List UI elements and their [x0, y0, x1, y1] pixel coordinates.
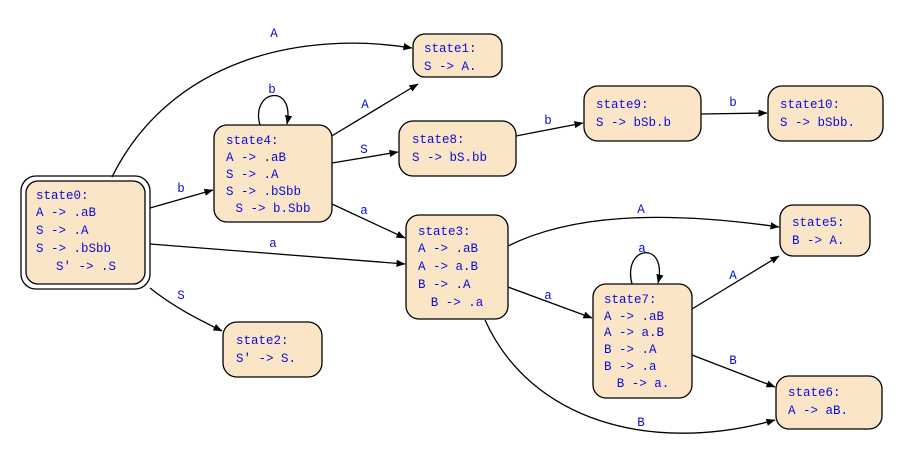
edge-label-state4-state3: a: [360, 204, 368, 218]
edge-label-state3-state5: A: [637, 203, 645, 217]
edge-label-state0-state1: A: [270, 27, 278, 41]
state9-box: [583, 85, 702, 142]
edge-label-state4-state1: A: [361, 98, 369, 112]
state7-item: A -> a.B: [604, 326, 665, 340]
state-node-state5: state5: B -> A.: [779, 204, 871, 257]
edge-state7-state7: [629, 252, 664, 285]
edge-label-state4-state4: b: [268, 83, 276, 97]
state2-item: S' -> S.: [236, 352, 296, 366]
state1-title: state1:: [424, 42, 477, 56]
edge-state0-state1: [111, 42, 413, 178]
state4-item: S -> b.Sbb: [235, 202, 310, 216]
edge-state9-state10: [700, 109, 768, 117]
edge-label-state7-state7: a: [638, 242, 646, 256]
edge-state4-state1: [329, 83, 419, 138]
edge-state3-state5: [507, 216, 780, 247]
edge-state8-state9: [515, 121, 584, 137]
state5-title: state5:: [792, 216, 845, 230]
state0-box: [25, 180, 146, 285]
edge-label-state7-state5: A: [729, 269, 737, 283]
state0-outer-ring: [20, 175, 151, 290]
edge-label-state0-state2: S: [177, 289, 185, 303]
state4-box: [213, 124, 333, 223]
state0-item: A -> .aB: [36, 206, 97, 220]
state-node-state1: state1: S -> A.: [412, 33, 503, 78]
state6-title: state6:: [788, 386, 841, 400]
state-node-state3: state3: A -> .aB A -> a.B B -> .A B -> .…: [405, 214, 509, 320]
state0-item: S' -> .S: [56, 260, 116, 274]
state3-item: A -> a.B: [418, 260, 479, 274]
state8-title: state8:: [412, 133, 465, 147]
state3-box: [405, 214, 509, 320]
edge-label-state4-state8: S: [360, 143, 368, 157]
state7-item: B -> a.: [617, 377, 670, 391]
state0-title: state0:: [36, 189, 89, 203]
edge-label-state7-state6: B: [729, 354, 737, 368]
state1-item: S -> A.: [424, 60, 477, 74]
edge-label-state0-state4: b: [177, 182, 185, 196]
state1-box: [412, 33, 503, 78]
state8-box: [398, 120, 517, 177]
edge-state3-state7: [507, 286, 593, 319]
state4-item: A -> .aB: [226, 151, 287, 165]
state-node-state6: state6: A -> aB.: [775, 375, 883, 430]
state0-item: S -> .bSbb: [36, 242, 111, 256]
state7-item: A -> .aB: [604, 310, 665, 324]
state7-item: B -> .A: [604, 343, 657, 357]
edge-label-state3-state6: B: [637, 416, 645, 430]
edge-state3-state6: [484, 319, 776, 434]
state7-box: [592, 283, 693, 399]
state10-title: state10:: [780, 98, 840, 112]
edge-state4-state3: [331, 203, 406, 239]
state7-item: B -> .a: [604, 360, 657, 374]
state8-item: S -> bS.bb: [412, 151, 487, 165]
state3-item: B -> .a: [431, 296, 484, 310]
state4-title: state4:: [226, 134, 279, 148]
state-node-state7: state7: A -> .aB A -> a.B B -> .A B -> .…: [592, 283, 693, 399]
state3-title: state3:: [418, 225, 471, 239]
edge-state4-state8: [331, 149, 399, 164]
state9-title: state9:: [596, 98, 649, 112]
state2-box: [222, 321, 323, 378]
state-node-state2: state2: S' -> S.: [222, 321, 323, 378]
edge-label-state8-state9: b: [544, 114, 552, 128]
edge-label-state9-state10: b: [729, 96, 737, 110]
edge-state0-state2: [149, 287, 223, 332]
state0-item: S -> .A: [36, 224, 89, 238]
state6-box: [775, 375, 883, 430]
state-node-state10: state10: S -> bSbb.: [767, 85, 884, 142]
state5-item: B -> A.: [792, 234, 845, 248]
state6-item: A -> aB.: [788, 404, 848, 418]
state-node-state8: state8: S -> bS.bb: [398, 120, 517, 177]
edge-state7-state5: [691, 255, 780, 310]
state-node-state0: state0: A -> .aB S -> .A S -> .bSbb S' -…: [20, 175, 151, 290]
edge-label-state0-state3: a: [269, 237, 277, 251]
edge-state0-state3: [149, 243, 406, 267]
state3-item: B -> .A: [418, 278, 471, 292]
state10-item: S -> bSbb.: [780, 116, 855, 130]
state2-title: state2:: [236, 334, 289, 348]
edge-label-state3-state7: a: [544, 289, 552, 303]
state4-item: S -> .bSbb: [226, 185, 301, 199]
edge-state4-state4: [257, 94, 293, 126]
edge-state0-state4: [149, 188, 214, 209]
state7-title: state7:: [604, 293, 657, 307]
state5-box: [779, 204, 871, 257]
state3-item: A -> .aB: [418, 242, 479, 256]
state-node-state9: state9: S -> bSb.b: [583, 85, 702, 142]
state4-item: S -> .A: [226, 168, 279, 182]
state-node-state4: state4: A -> .aB S -> .A S -> .bSbb S ->…: [213, 124, 333, 223]
edge-state7-state6: [691, 354, 776, 388]
state9-item: S -> bSb.b: [596, 116, 671, 130]
state10-box: [767, 85, 884, 142]
